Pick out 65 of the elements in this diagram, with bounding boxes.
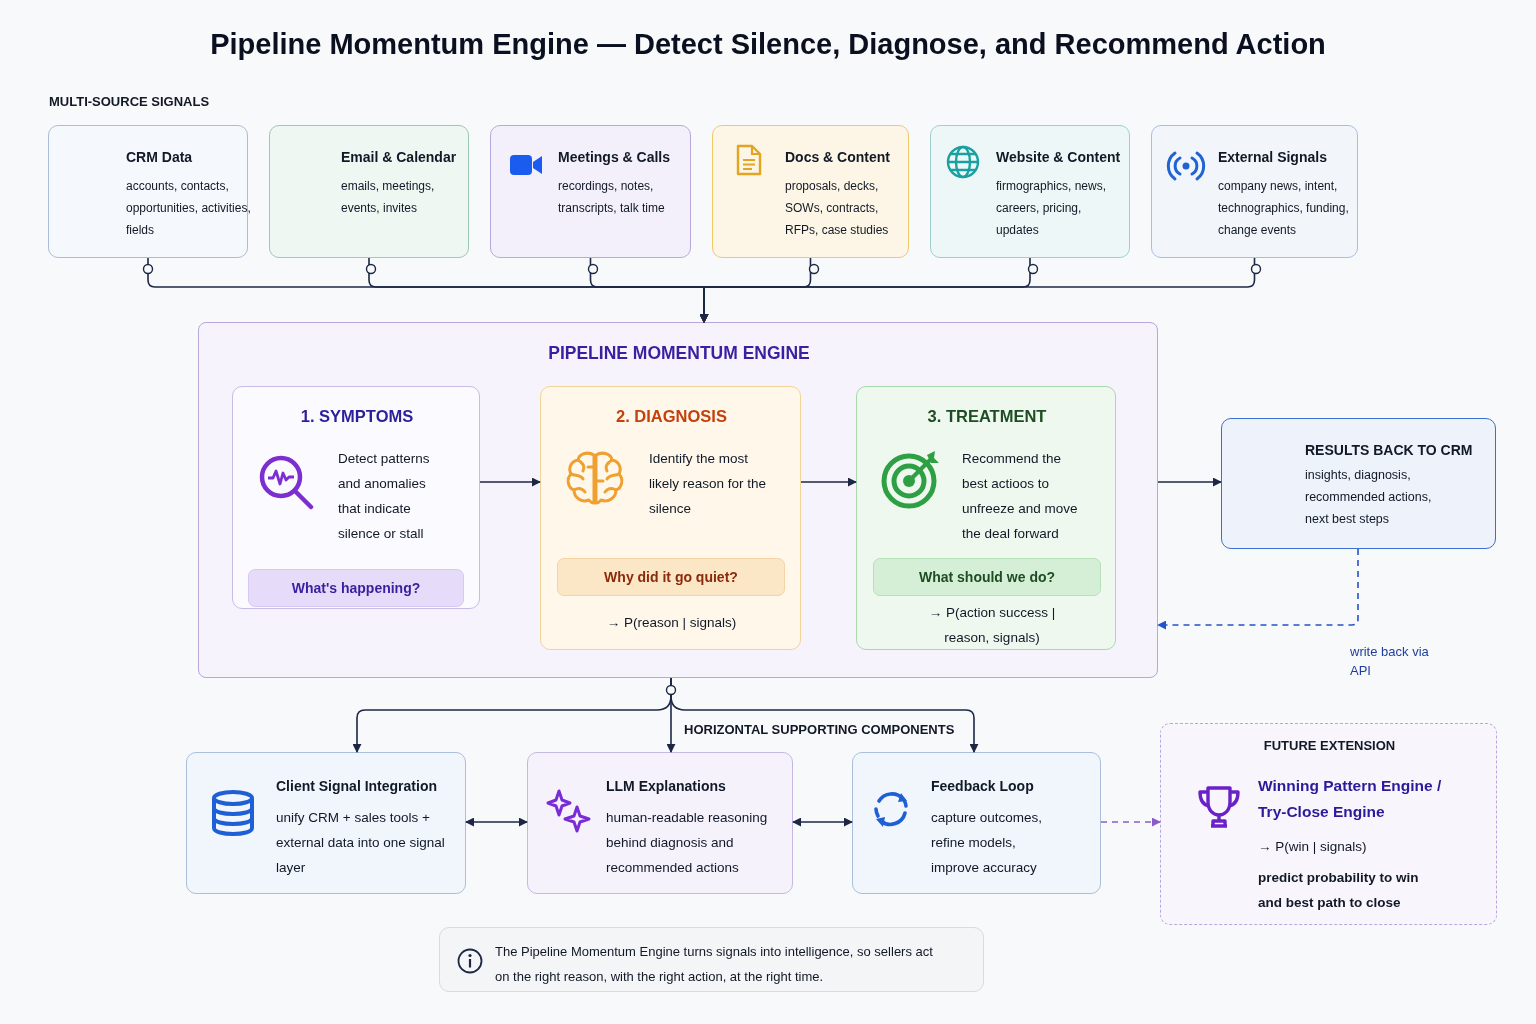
source-card bbox=[712, 125, 909, 258]
source-card bbox=[1151, 125, 1358, 258]
formula-text: → P(action success | reason, signals) bbox=[927, 604, 1057, 647]
arrow bbox=[479, 477, 541, 487]
source-card bbox=[490, 125, 691, 258]
arrow bbox=[670, 677, 979, 753]
arrow bbox=[800, 477, 857, 487]
stage-card bbox=[232, 386, 480, 609]
formula-text: → P(win | signals) bbox=[1258, 838, 1368, 856]
card-title: LLM Explanations bbox=[606, 777, 727, 796]
note-text: The Pipeline Momentum Engine turns signals into intelligence, so sellers act on the right reason, with the right action, at the right time. bbox=[495, 943, 934, 986]
card-title: External Signals bbox=[1218, 148, 1328, 167]
arrow bbox=[699, 257, 1256, 323]
stage-description: Detect patterns and anomalies that indicate silence or stall bbox=[338, 450, 431, 543]
card-title: Meetings & Calls bbox=[558, 148, 672, 167]
formula-text: → P(reason | signals) bbox=[605, 614, 738, 632]
question-pill: What should we do? bbox=[873, 558, 1101, 596]
card-title: RESULTS BACK TO CRM bbox=[1305, 441, 1474, 460]
dashed-arrow bbox=[1157, 548, 1359, 630]
question-pill: What's happening? bbox=[248, 569, 464, 607]
panel-title: PIPELINE MOMENTUM ENGINE bbox=[547, 342, 811, 364]
section-title: FUTURE EXTENSION bbox=[1262, 737, 1397, 755]
source-card bbox=[930, 125, 1130, 258]
card-title: Feedback Loop bbox=[931, 777, 1035, 796]
engine-panel bbox=[198, 322, 1158, 678]
dashed-arrow bbox=[1100, 817, 1161, 827]
card-description: capture outcomes, refine models, improve accuracy bbox=[931, 809, 1044, 877]
card-title: Docs & Content bbox=[785, 148, 891, 167]
stage-card bbox=[856, 386, 1116, 650]
arrow bbox=[465, 817, 528, 827]
extension-card bbox=[1160, 723, 1497, 925]
card-description: company news, intent, technographics, funding, change events bbox=[1218, 178, 1350, 239]
card-title: Website & Content bbox=[996, 148, 1122, 167]
question-pill: Why did it go quiet? bbox=[557, 558, 785, 596]
section-heading: MULTI-SOURCE SIGNALS bbox=[49, 94, 210, 109]
stage-title: 3. TREATMENT bbox=[926, 406, 1048, 427]
card-title: CRM Data bbox=[126, 148, 194, 167]
card-title: Email & Calendar bbox=[341, 148, 458, 167]
component-card bbox=[527, 752, 793, 894]
info-note bbox=[439, 927, 984, 992]
results-card bbox=[1221, 418, 1496, 549]
extension-title: Winning Pattern Engine / Try-Close Engine bbox=[1258, 776, 1443, 822]
source-card bbox=[269, 125, 469, 258]
card-description: firmographics, news, careers, pricing, updates bbox=[996, 178, 1108, 239]
card-description: accounts, contacts, opportunities, activities, fields bbox=[126, 178, 251, 239]
card-description: proposals, decks, SOWs, contracts, RFPs, case studies bbox=[785, 178, 890, 239]
diagram-title: Pipeline Momentum Engine — Detect Silence, Diagnose, and Recommend Action bbox=[209, 28, 1327, 61]
card-description: insights, diagnosis, recommended actions, next best steps bbox=[1305, 467, 1433, 528]
card-description: human-readable reasoning behind diagnosis and recommended actions bbox=[606, 809, 769, 877]
stage-description: Recommend the best actioos to unfreeze and move the deal forward bbox=[962, 450, 1079, 543]
extension-description: predict probability to win and best path to close bbox=[1258, 869, 1420, 912]
source-card bbox=[48, 125, 248, 258]
stage-title: 2. DIAGNOSIS bbox=[615, 406, 728, 427]
card-description: emails, meetings, events, invites bbox=[341, 178, 436, 217]
component-card bbox=[186, 752, 466, 894]
stage-card bbox=[540, 386, 801, 650]
stage-title: 1. SYMPTOMS bbox=[299, 406, 415, 427]
card-description: recordings, notes, transcripts, talk time bbox=[558, 178, 666, 217]
component-card bbox=[852, 752, 1101, 894]
card-description: unify CRM + sales tools + external data into one signal layer bbox=[276, 809, 446, 877]
arrow bbox=[792, 817, 853, 827]
section-heading: HORIZONTAL SUPPORTING COMPONENTS bbox=[684, 722, 955, 737]
stage-description: Identify the most likely reason for the silence bbox=[649, 450, 768, 518]
card-title: Client Signal Integration bbox=[276, 777, 438, 796]
arrow bbox=[1157, 477, 1222, 487]
